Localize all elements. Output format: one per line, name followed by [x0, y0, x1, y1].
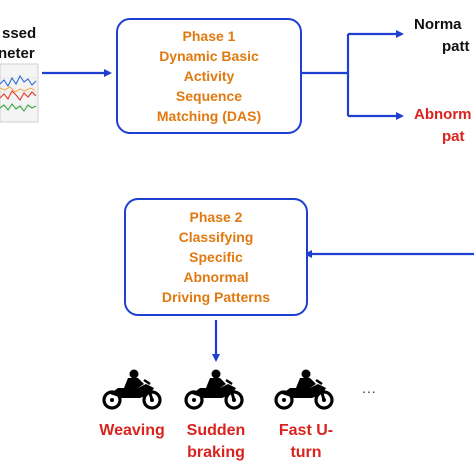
abnormal-line2: pat: [442, 128, 465, 145]
phase1-line: Matching (DAS): [156, 108, 262, 124]
input-label-line1: ssed: [2, 25, 37, 42]
phase1-line: Dynamic Basic: [159, 48, 259, 64]
motorcycle-rider-icon: [102, 369, 162, 410]
plot-series-green: [0, 103, 37, 112]
pattern-label-line: Sudden: [186, 422, 246, 439]
motorcycle-rider-icon: [274, 369, 334, 410]
plot-series-orange: [0, 86, 36, 93]
abnormal-pattern-label: Abnorm pat: [414, 104, 472, 148]
phase1-title: Phase 1: [182, 28, 236, 44]
phase1-line: Sequence: [175, 88, 243, 104]
phase2-line: Abnormal: [183, 269, 249, 285]
more-patterns-ellipsis: ...: [362, 380, 377, 396]
pattern-label-line: braking: [187, 444, 245, 461]
phase2-title: Phase 2: [189, 209, 243, 225]
plot-series-red: [0, 90, 37, 101]
pattern-fast-u-turn: Fast U- turn: [268, 420, 344, 464]
phase2-line: Driving Patterns: [161, 289, 271, 305]
normal-line1: Norma: [414, 16, 462, 33]
pattern-label-line: Fast U-: [278, 422, 334, 439]
phase1-box: Phase 1 Dynamic Basic Activity Sequence …: [116, 18, 302, 134]
phase1-line: Activity: [183, 68, 235, 84]
phase2-box: Phase 2 Classifying Specific Abnormal Dr…: [124, 198, 308, 316]
phase2-line: Specific: [189, 249, 243, 265]
pattern-weaving: Weaving: [94, 420, 170, 442]
abnormal-line1: Abnorm: [414, 106, 472, 123]
normal-line2: patt: [442, 38, 470, 55]
normal-pattern-label: Norma patt: [414, 14, 470, 58]
plot-series-blue: [0, 74, 37, 88]
phase2-line: Classifying: [178, 229, 254, 245]
pattern-label-line: turn: [290, 444, 322, 461]
motorcycle-rider-icon: [184, 369, 244, 410]
input-label-line2: neter: [0, 45, 35, 62]
pattern-sudden-braking: Sudden braking: [178, 420, 254, 464]
pattern-label-line: Weaving: [99, 422, 165, 439]
